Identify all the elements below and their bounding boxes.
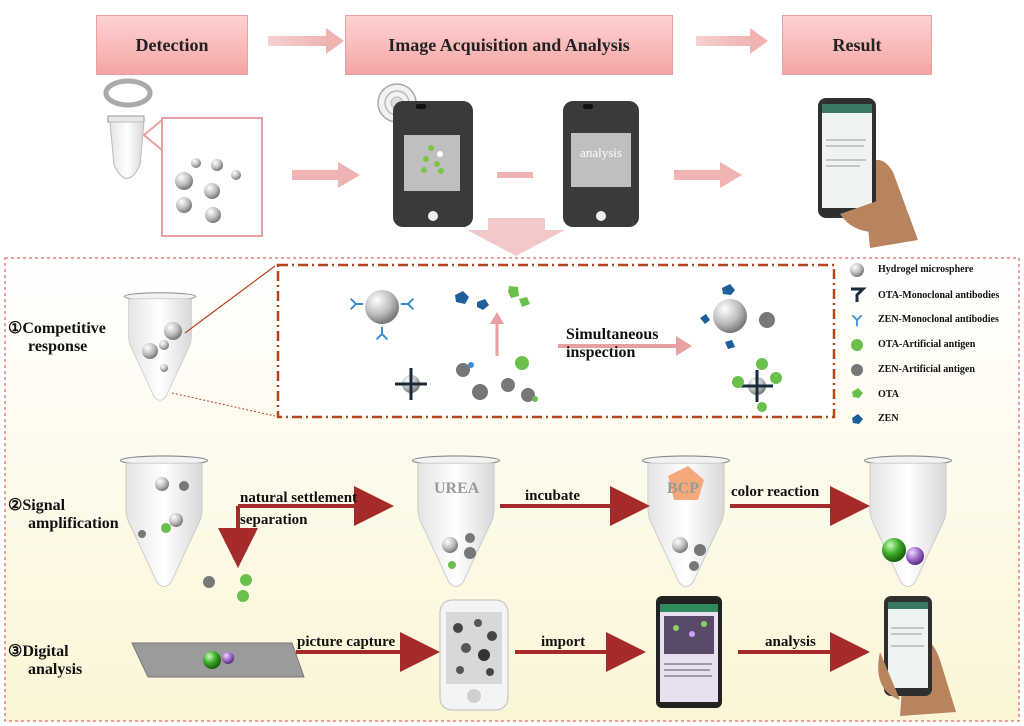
natural-settlement-label: natural settlement xyxy=(240,490,358,506)
detection-label: Detection xyxy=(135,34,209,55)
purple-bead xyxy=(906,547,924,565)
bcp-label: BCP xyxy=(667,480,699,497)
tablet-analysis xyxy=(563,101,639,227)
tablet-screen-text: analysis xyxy=(580,145,622,160)
result-box: Result xyxy=(782,15,932,75)
signal-line2: amplification xyxy=(28,515,119,533)
analysis-label: analysis xyxy=(765,634,816,650)
capture-phone xyxy=(439,599,509,711)
section-number: ② xyxy=(8,497,23,514)
analysis-phone-in-hand xyxy=(878,596,956,716)
separation-label: separation xyxy=(240,512,308,528)
header-arrow-2 xyxy=(696,28,768,54)
bound-zen-sphere xyxy=(700,284,775,349)
result-label: Result xyxy=(832,34,882,55)
inspection-text: inspection xyxy=(566,344,636,362)
import-label: import xyxy=(541,634,586,650)
digital-line1: Digital xyxy=(22,643,69,660)
simultaneous-inspection-label: Simultaneous inspection xyxy=(566,326,658,363)
picture-capture-label: picture capture xyxy=(297,634,396,650)
legend-item: ZEN xyxy=(878,413,899,424)
image-acquisition-label: Image Acquisition and Analysis xyxy=(388,34,630,55)
process-dash xyxy=(497,172,533,178)
header-arrow-1 xyxy=(268,28,344,54)
bcp-drop xyxy=(668,466,704,500)
section-number: ① xyxy=(8,320,23,337)
process-arrow-1 xyxy=(292,162,360,188)
legend-item: ZEN-Artificial antigen xyxy=(878,364,975,375)
artificial-antigens xyxy=(456,356,538,402)
down-arrow xyxy=(467,218,565,256)
legend-item: OTA-Artificial antigen xyxy=(878,339,976,350)
tablet-capture xyxy=(393,101,473,227)
digital-line2: analysis xyxy=(28,661,83,679)
section-number: ③ xyxy=(8,643,23,660)
result-phone-in-hand xyxy=(818,98,918,248)
inspection-arrow xyxy=(676,336,692,356)
import-phone xyxy=(656,596,722,708)
legend-item: ZEN-Monoclonal antibodies xyxy=(878,314,999,325)
color-reaction-label: color reaction xyxy=(731,484,820,500)
image-acquisition-box: Image Acquisition and Analysis xyxy=(345,15,673,75)
legend-icons xyxy=(850,263,867,424)
competitive-detail-box xyxy=(276,263,836,419)
process-arrow-2 xyxy=(674,162,742,188)
section-signal-label: ②Signal amplification xyxy=(8,497,119,534)
section-digital-label: ③Digital analysis xyxy=(8,643,82,680)
green-bead xyxy=(882,538,906,562)
detection-box: Detection xyxy=(96,15,248,75)
ota-zen-free-toxins xyxy=(455,286,530,310)
legend-item: OTA-Monoclonal antibodies xyxy=(878,290,1000,301)
incubate-label: incubate xyxy=(525,488,581,504)
zen-antibody-sphere xyxy=(350,290,414,340)
settled-antigens xyxy=(203,574,252,602)
legend-item: Hydrogel microsphere xyxy=(878,264,974,275)
sample-tube-icon xyxy=(103,78,153,179)
microsphere-cluster xyxy=(175,158,241,223)
competitive-line1: Competitive xyxy=(22,320,106,337)
section-competitive-label: ①Competitive response xyxy=(8,320,106,357)
ota-antibody-sphere xyxy=(395,368,427,400)
urea-label: UREA xyxy=(434,480,480,497)
competitive-line2: response xyxy=(28,338,88,356)
bound-ota-sphere xyxy=(732,358,782,412)
legend-item: OTA xyxy=(878,389,899,400)
signal-line1: Signal xyxy=(22,497,66,514)
simultaneous-text: Simultaneous xyxy=(566,326,659,343)
